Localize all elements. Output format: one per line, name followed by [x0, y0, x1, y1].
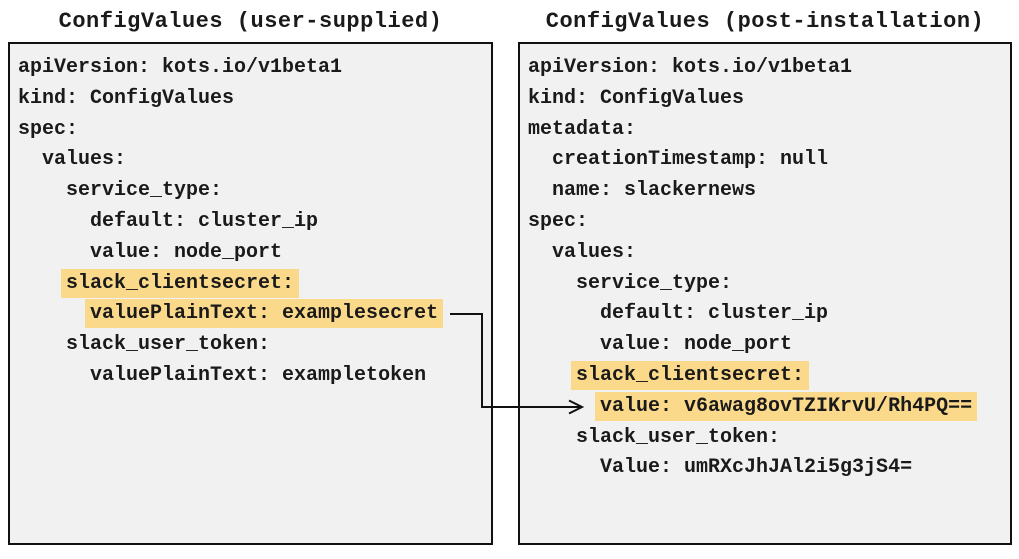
yaml-line: apiVersion: kots.io/v1beta1	[528, 56, 853, 79]
yaml-line: kind: ConfigValues	[18, 86, 235, 110]
right-panel-title: ConfigValues (post-installation)	[545, 9, 985, 34]
yaml-line: valuePlainText: examplesecret	[18, 299, 483, 330]
yaml-line: slack_clientsecret:	[18, 268, 483, 300]
yaml-line: kind: ConfigValues	[528, 86, 745, 110]
user-supplied-config-panel: apiVersion: kots.io/v1beta1 kind: ConfigV…	[8, 42, 493, 545]
yaml-line: service_type:	[66, 179, 223, 203]
post-installation-config-panel: apiVersion: kots.io/v1beta1 kind: ConfigV…	[518, 42, 1012, 545]
yaml-line: default: cluster_ip	[90, 209, 319, 233]
yaml-line: value: node_port	[90, 240, 283, 264]
yaml-line: metadata:	[528, 117, 637, 141]
yaml-line: value: v6awag8ovTZIKrvU/Rh4PQ==	[528, 391, 1002, 423]
yaml-line: Value: umRXcJhJAl2i5g3jS4=	[600, 456, 913, 480]
yaml-line: values:	[552, 240, 637, 264]
yaml-line: spec:	[18, 117, 79, 141]
yaml-line: apiVersion: kots.io/v1beta1	[18, 56, 343, 79]
yaml-line: default: cluster_ip	[600, 302, 829, 326]
yaml-line: name: slackernews	[552, 179, 757, 203]
yaml-line: valuePlainText: exampletoken	[90, 363, 427, 387]
yaml-line: creationTimestamp: null	[552, 148, 829, 172]
yaml-line: slack_clientsecret:	[528, 360, 1002, 392]
yaml-line: value: node_port	[600, 333, 793, 357]
left-panel-title: ConfigValues (user-supplied)	[58, 9, 443, 34]
yaml-line: values:	[42, 148, 127, 172]
yaml-line: service_type:	[576, 271, 733, 295]
yaml-line: spec:	[528, 209, 589, 233]
yaml-line: slack_user_token:	[576, 425, 781, 449]
yaml-line: slack_user_token:	[66, 333, 271, 357]
